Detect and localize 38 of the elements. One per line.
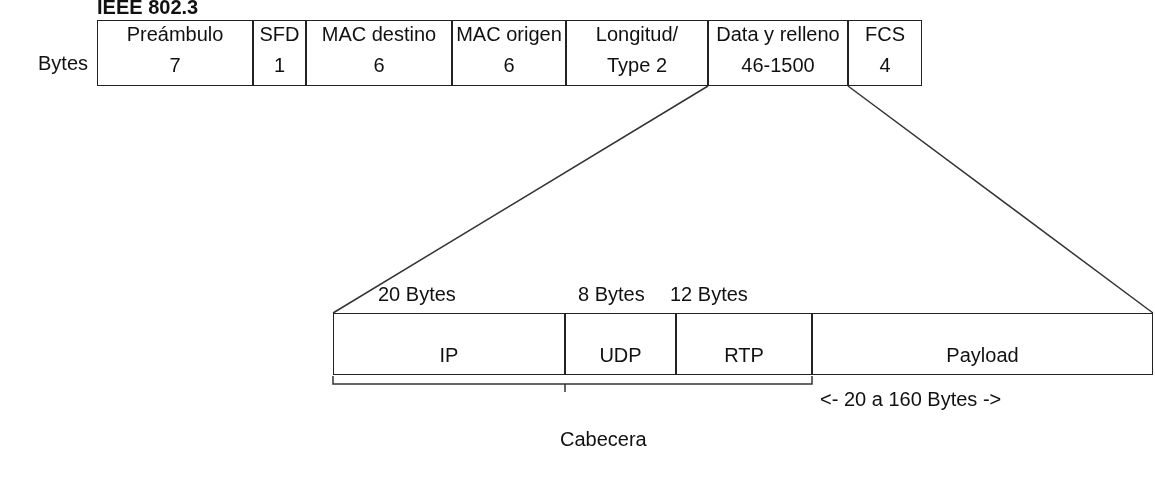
bracket-label: Cabecera: [560, 428, 647, 451]
field-name: MAC origen: [455, 23, 563, 46]
field-size: 6: [372, 54, 386, 77]
field-name: Preámbulo: [125, 23, 225, 46]
zoom-line: [332, 85, 709, 314]
field-name: MAC destino: [320, 23, 438, 46]
field-size: 4: [878, 54, 892, 77]
packet-field: [333, 313, 565, 375]
packet-field: [812, 313, 1153, 375]
size-label: 8 Bytes: [578, 283, 645, 306]
packet-field: [565, 313, 676, 375]
size-label: 12 Bytes: [670, 283, 748, 306]
field-name: SFD: [258, 23, 301, 46]
frame-field: [708, 20, 848, 86]
field-size: 1: [272, 54, 287, 77]
packet-field: [676, 313, 812, 375]
field-name: Longitud/: [594, 23, 680, 46]
frame-field: [97, 20, 253, 86]
field-name: FCS: [864, 23, 906, 46]
field-name: Payload: [945, 344, 1020, 367]
size-label: <- 20 a 160 Bytes ->: [820, 388, 1002, 411]
row-label: Bytes: [38, 52, 89, 75]
field-size: Type 2: [605, 54, 668, 77]
frame-field: [566, 20, 708, 86]
title: IEEE 802.3: [97, 0, 199, 19]
frame-field: [848, 20, 922, 86]
field-size: 7: [168, 54, 182, 77]
frame-field: [306, 20, 452, 86]
field-name: RTP: [723, 344, 765, 367]
field-name: Data y relleno: [715, 23, 841, 46]
size-label: 20 Bytes: [378, 283, 456, 306]
field-size: 6: [502, 54, 516, 77]
field-name: IP: [438, 344, 460, 367]
field-name: UDP: [598, 344, 643, 367]
zoom-line: [847, 85, 1154, 314]
field-size: 46-1500: [740, 54, 816, 77]
frame-field: [452, 20, 566, 86]
frame-field: [253, 20, 306, 86]
